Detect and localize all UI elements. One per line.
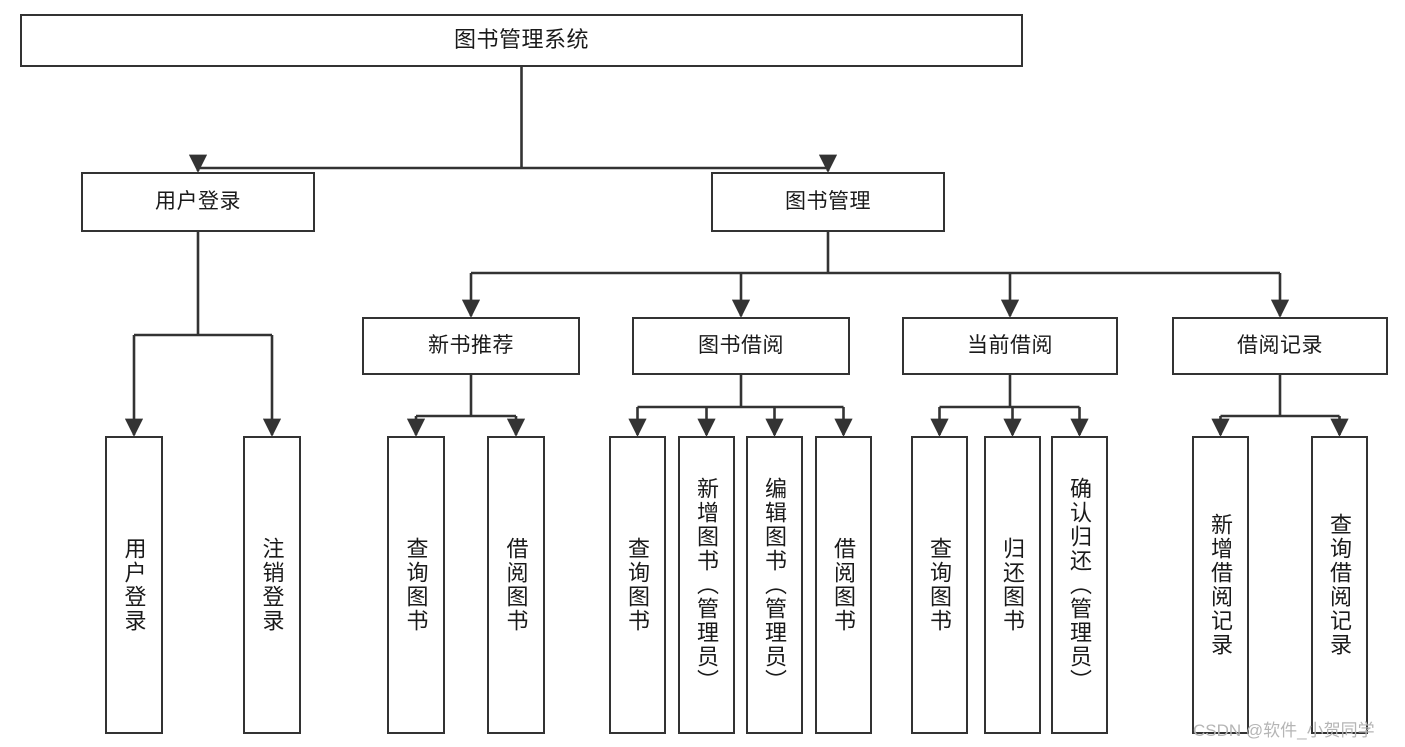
node-leaf-confirm-return-admin[interactable]: 确认归还（管理员） [1051,436,1108,734]
node-leaf-add-book-admin-label: 新增图书（管理员） [694,477,720,693]
node-leaf-add-book-admin[interactable]: 新增图书（管理员） [678,436,735,734]
node-leaf-query-book-recommend-label: 查询图书 [403,537,429,633]
node-leaf-edit-book-admin[interactable]: 编辑图书（管理员） [746,436,803,734]
node-current-borrow[interactable]: 当前借阅 [902,317,1118,375]
node-leaf-user-login[interactable]: 用户登录 [105,436,163,734]
node-leaf-query-book-recommend[interactable]: 查询图书 [387,436,445,734]
node-root-label: 图书管理系统 [453,27,589,53]
node-leaf-borrow-book-recommend-label: 借阅图书 [503,537,529,633]
node-leaf-add-borrow-record-label: 新增借阅记录 [1208,513,1234,657]
node-leaf-borrow-book[interactable]: 借阅图书 [815,436,872,734]
node-user-login[interactable]: 用户登录 [81,172,315,232]
node-leaf-edit-book-admin-label: 编辑图书（管理员） [762,477,788,693]
node-leaf-add-borrow-record[interactable]: 新增借阅记录 [1192,436,1249,734]
node-current-borrow-label: 当前借阅 [967,334,1053,358]
node-leaf-return-book[interactable]: 归还图书 [984,436,1041,734]
node-leaf-logout-login-label: 注销登录 [259,537,285,633]
node-leaf-query-borrow-record-label: 查询借阅记录 [1327,513,1353,657]
node-leaf-query-book-current-label: 查询图书 [927,537,953,633]
node-book-manage-label: 图书管理 [785,190,871,214]
node-leaf-user-login-label: 用户登录 [121,537,147,633]
node-book-borrow-label: 图书借阅 [698,334,784,358]
node-leaf-borrow-book-recommend[interactable]: 借阅图书 [487,436,545,734]
node-leaf-borrow-book-label: 借阅图书 [831,537,857,633]
node-leaf-query-book-current[interactable]: 查询图书 [911,436,968,734]
node-leaf-confirm-return-admin-label: 确认归还（管理员） [1067,477,1093,693]
node-book-manage[interactable]: 图书管理 [711,172,945,232]
node-leaf-query-book-borrow-label: 查询图书 [625,537,651,633]
csdn-watermark: CSDN @软件_小贺同学 [1193,721,1375,740]
node-borrow-record[interactable]: 借阅记录 [1172,317,1388,375]
node-root[interactable]: 图书管理系统 [20,14,1023,67]
node-leaf-return-book-label: 归还图书 [1000,537,1026,633]
node-new-book-recommend-label: 新书推荐 [428,334,514,358]
node-leaf-query-book-borrow[interactable]: 查询图书 [609,436,666,734]
node-book-borrow[interactable]: 图书借阅 [632,317,850,375]
node-new-book-recommend[interactable]: 新书推荐 [362,317,580,375]
node-leaf-query-borrow-record[interactable]: 查询借阅记录 [1311,436,1368,734]
node-user-login-label: 用户登录 [155,190,241,214]
node-leaf-logout-login[interactable]: 注销登录 [243,436,301,734]
node-borrow-record-label: 借阅记录 [1237,334,1323,358]
